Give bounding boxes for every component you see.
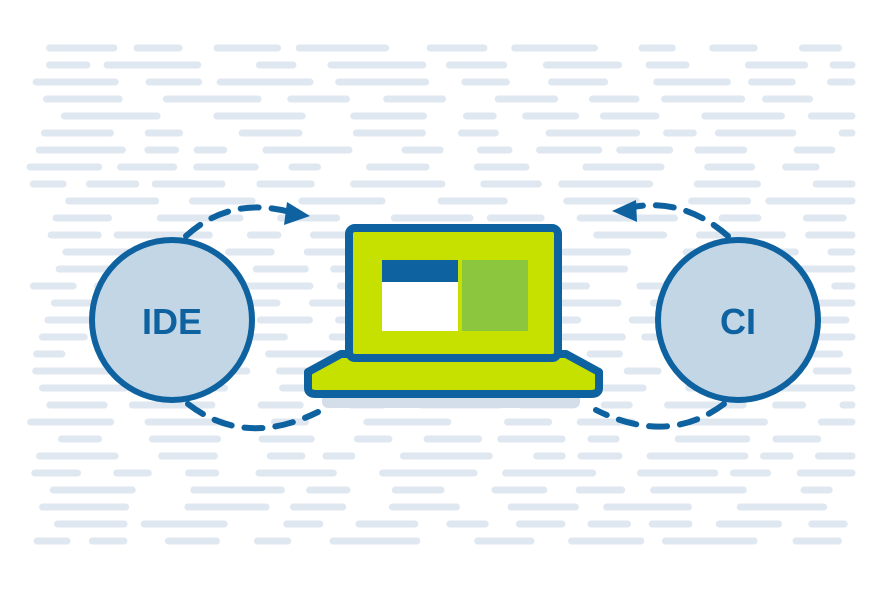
ci-to-laptop-arc xyxy=(625,202,731,239)
arrow-head-icon xyxy=(612,200,637,222)
ide-node: IDE xyxy=(89,237,255,403)
ide-circle xyxy=(89,237,255,403)
laptop-to-ci-arc xyxy=(593,401,727,430)
laptop-icon xyxy=(304,224,603,398)
panel-header xyxy=(382,260,458,282)
ci-node: CI xyxy=(655,237,821,403)
arrow-head-icon xyxy=(284,202,310,225)
ide-to-laptop-arc xyxy=(183,204,293,239)
panel-body xyxy=(382,282,458,331)
window-panel-icon xyxy=(382,260,528,331)
laptop-base xyxy=(304,350,603,398)
ide-label: IDE xyxy=(142,301,202,342)
ci-label: CI xyxy=(720,301,756,342)
panel-right xyxy=(462,260,528,331)
laptop-to-ide-arc xyxy=(185,401,321,432)
ci-circle xyxy=(655,237,821,403)
